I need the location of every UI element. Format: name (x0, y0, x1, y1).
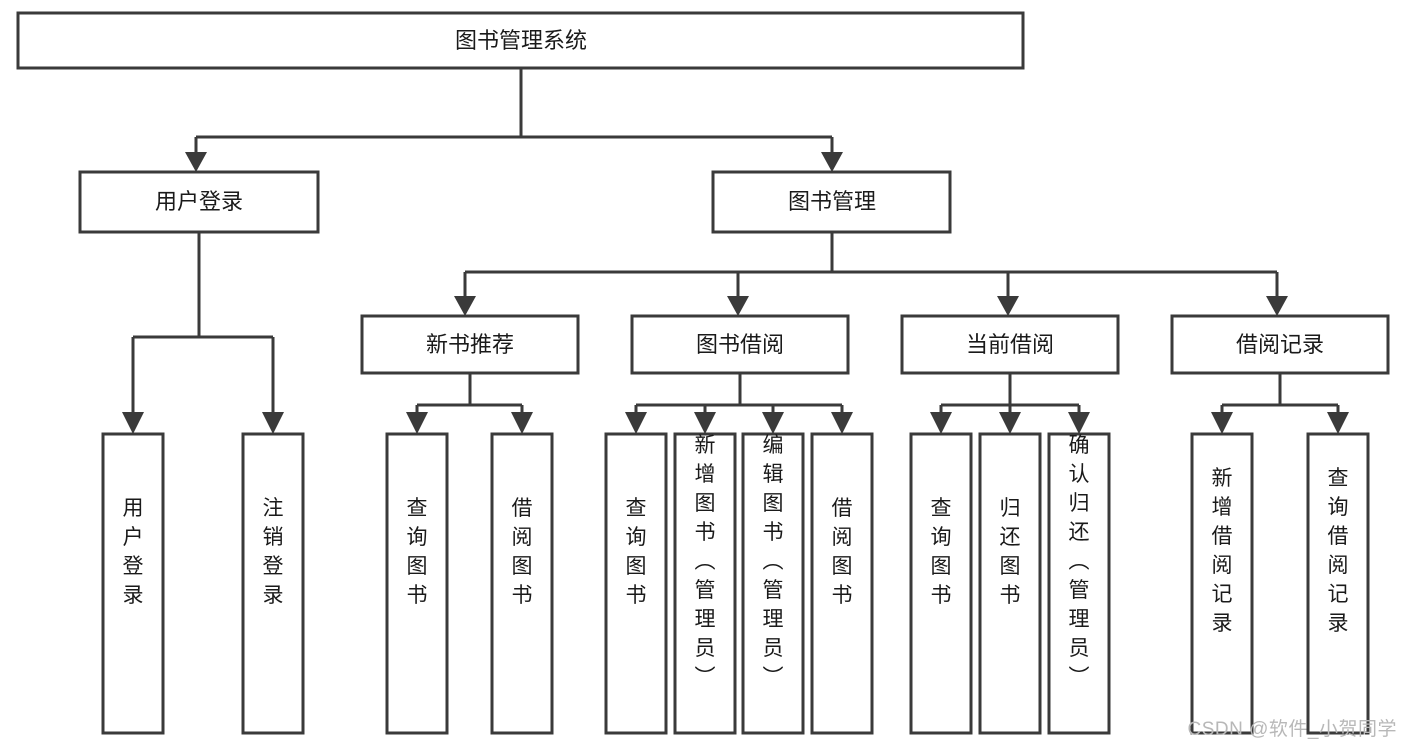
node-user-login-label: 用户登录 (155, 189, 243, 214)
leaf-node[interactable]: 借阅图书 (810, 432, 874, 735)
node-book-borrow-box[interactable] (630, 314, 850, 375)
arrowhead-to-user-login (185, 152, 207, 172)
node-borrow-record-box[interactable] (1170, 314, 1390, 375)
leaf-box[interactable] (909, 432, 973, 735)
leaf-node[interactable]: 查询图书 (604, 432, 668, 735)
leaf-node[interactable]: 借阅图书 (490, 432, 554, 735)
leaf-box[interactable] (101, 432, 165, 735)
connectors-new-book-to-leaves (406, 373, 533, 434)
leaf-node[interactable]: 查询借阅记录 (1306, 432, 1370, 735)
leaf-node[interactable]: 新增图书︵管理员︶ (673, 432, 737, 735)
node-root[interactable]: 图书管理系统 (16, 11, 1025, 70)
leaf-label: 新增借阅记录 (1212, 467, 1233, 635)
connectors-borrow-record-to-leaves (1211, 373, 1349, 434)
node-new-book-recommend-label: 新书推荐 (426, 332, 514, 357)
leaf-node[interactable]: 编辑图书︵管理员︶ (741, 432, 805, 735)
leaf-node[interactable]: 注销登录 (241, 432, 305, 735)
leaf-label: 编辑图书︵管理员︶ (763, 434, 784, 689)
node-user-login[interactable]: 用户登录 (78, 170, 320, 234)
leaf-node[interactable]: 用户登录 (101, 432, 165, 735)
arrowheads-level3 (454, 296, 1288, 316)
node-current-borrow-box[interactable] (900, 314, 1120, 375)
leaf-box[interactable] (1047, 432, 1111, 735)
leaf-box[interactable] (1306, 432, 1370, 735)
node-borrow-record-label: 借阅记录 (1236, 332, 1324, 357)
node-current-borrow-label: 当前借阅 (966, 332, 1054, 357)
node-book-manage-label: 图书管理 (788, 189, 876, 214)
leaf-node[interactable]: 归还图书 (978, 432, 1042, 735)
leaf-box[interactable] (385, 432, 449, 735)
connectors-current-borrow-to-leaves (930, 373, 1090, 434)
leaf-node[interactable]: 查询图书 (909, 432, 973, 735)
leaf-label: 注销登录 (263, 497, 284, 607)
node-new-book-recommend-box[interactable] (360, 314, 580, 375)
leaf-label: 借阅图书 (512, 497, 533, 607)
leaf-label: 查询图书 (626, 497, 647, 607)
connectors-user-login-to-leaves (122, 232, 284, 434)
node-borrow-record[interactable]: 借阅记录 (1170, 314, 1390, 375)
leaf-node[interactable]: 查询图书 (385, 432, 449, 735)
leaf-label: 查询借阅记录 (1328, 467, 1349, 635)
connectors-book-manage-to-level3 (463, 232, 1279, 296)
node-book-manage-box[interactable] (711, 170, 952, 234)
node-new-book-recommend[interactable]: 新书推荐 (360, 314, 580, 375)
connectors-book-borrow-to-leaves (625, 373, 853, 434)
leaf-label: 查询图书 (931, 497, 952, 607)
leaf-label: 新增图书︵管理员︶ (695, 434, 716, 689)
leaf-box[interactable] (978, 432, 1042, 735)
csdn-watermark: CSDN @软件_小贺同学 (1187, 719, 1397, 740)
node-current-borrow[interactable]: 当前借阅 (900, 314, 1120, 375)
leaf-label: 用户登录 (123, 497, 144, 607)
node-book-manage[interactable]: 图书管理 (711, 170, 952, 234)
leaf-box[interactable] (810, 432, 874, 735)
node-root-label: 图书管理系统 (455, 28, 587, 53)
node-book-borrow-label: 图书借阅 (696, 332, 784, 357)
leaf-label: 归还图书 (1000, 497, 1021, 607)
node-book-borrow[interactable]: 图书借阅 (630, 314, 850, 375)
leaf-box[interactable] (673, 432, 737, 735)
node-root-box[interactable] (16, 11, 1025, 70)
leaf-label: 借阅图书 (832, 497, 853, 607)
leaf-box[interactable] (741, 432, 805, 735)
leaf-box[interactable] (604, 432, 668, 735)
connectors-root-to-level2 (194, 68, 834, 152)
leaf-label: 查询图书 (407, 497, 428, 607)
leaf-box[interactable] (1190, 432, 1254, 735)
arrowhead-to-book-manage (821, 152, 843, 172)
leaf-label: 确认归还︵管理员︶ (1069, 434, 1090, 689)
node-user-login-box[interactable] (78, 170, 320, 234)
leaf-node[interactable]: 确认归还︵管理员︶ (1047, 432, 1111, 735)
leaf-box[interactable] (241, 432, 305, 735)
leaf-box[interactable] (490, 432, 554, 735)
leaf-node[interactable]: 新增借阅记录 (1190, 432, 1254, 735)
